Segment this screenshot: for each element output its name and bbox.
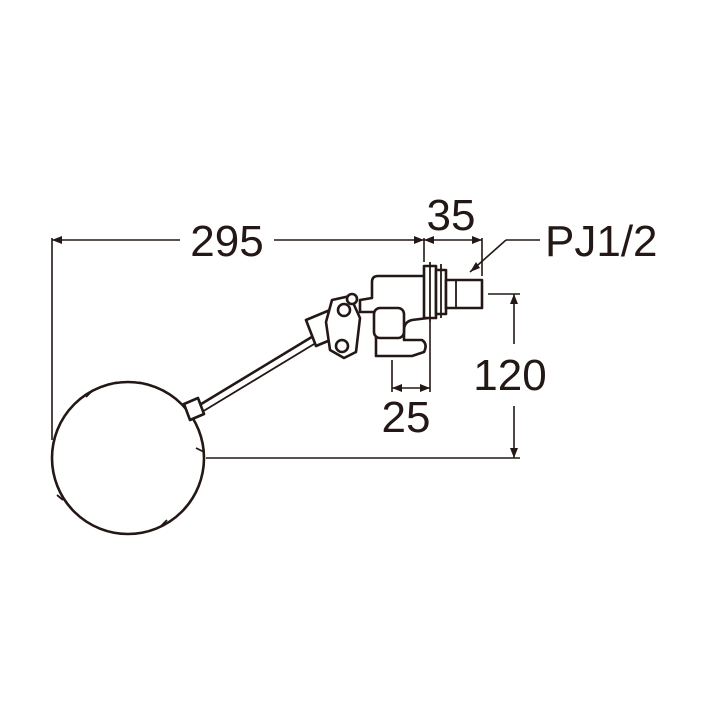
dimension-body-width: 35 [427,191,476,240]
connection-label: PJ1/2 [545,217,658,266]
float-arm [182,330,325,422]
dimension-body-depth: 25 [382,393,431,442]
valve-body [304,262,484,360]
dimension-overall-length: 295 [190,217,263,266]
dimension-lines [51,236,540,459]
float-ball [50,380,206,536]
dimension-height: 120 [473,351,546,400]
